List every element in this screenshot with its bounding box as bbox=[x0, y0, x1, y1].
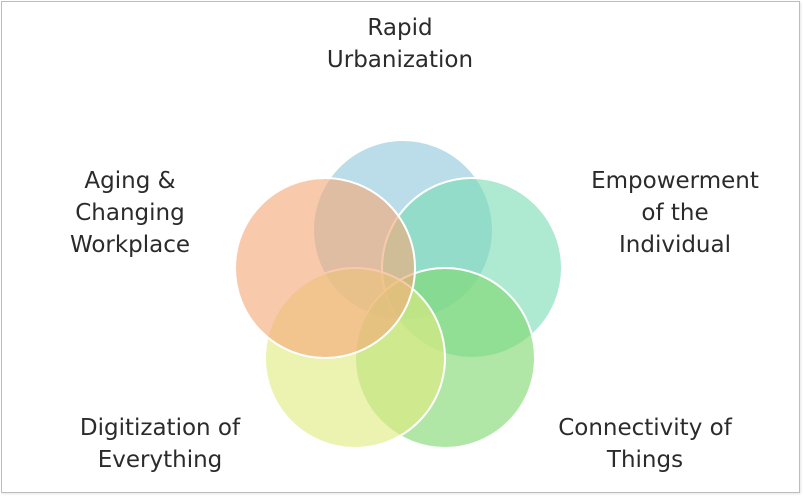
label-rapid-urbanization: Rapid Urbanization bbox=[300, 12, 500, 76]
label-line: Aging & bbox=[84, 168, 176, 194]
label-line: Connectivity of bbox=[558, 415, 732, 441]
circle-aging-and-changing-workplace bbox=[234, 177, 416, 359]
label-line: Digitization of bbox=[79, 415, 241, 441]
label-line: Empowerment bbox=[591, 168, 759, 194]
label-line: Rapid bbox=[367, 15, 433, 41]
label-line: Things bbox=[606, 447, 684, 473]
label-connectivity-of-things: Connectivity of Things bbox=[535, 412, 755, 476]
circles-group bbox=[234, 139, 563, 449]
label-line: of the bbox=[641, 200, 709, 226]
label-line: Urbanization bbox=[326, 47, 474, 73]
label-digitization-of-everything: Digitization of Everything bbox=[55, 412, 265, 476]
label-empowerment-of-the-individual: Empowerment of the Individual bbox=[565, 165, 785, 261]
label-line: Everything bbox=[97, 447, 223, 473]
label-line: Individual bbox=[618, 232, 731, 258]
label-aging-and-changing-workplace: Aging & Changing Workplace bbox=[40, 165, 220, 261]
label-line: Changing bbox=[75, 200, 185, 226]
label-line: Workplace bbox=[69, 232, 191, 258]
